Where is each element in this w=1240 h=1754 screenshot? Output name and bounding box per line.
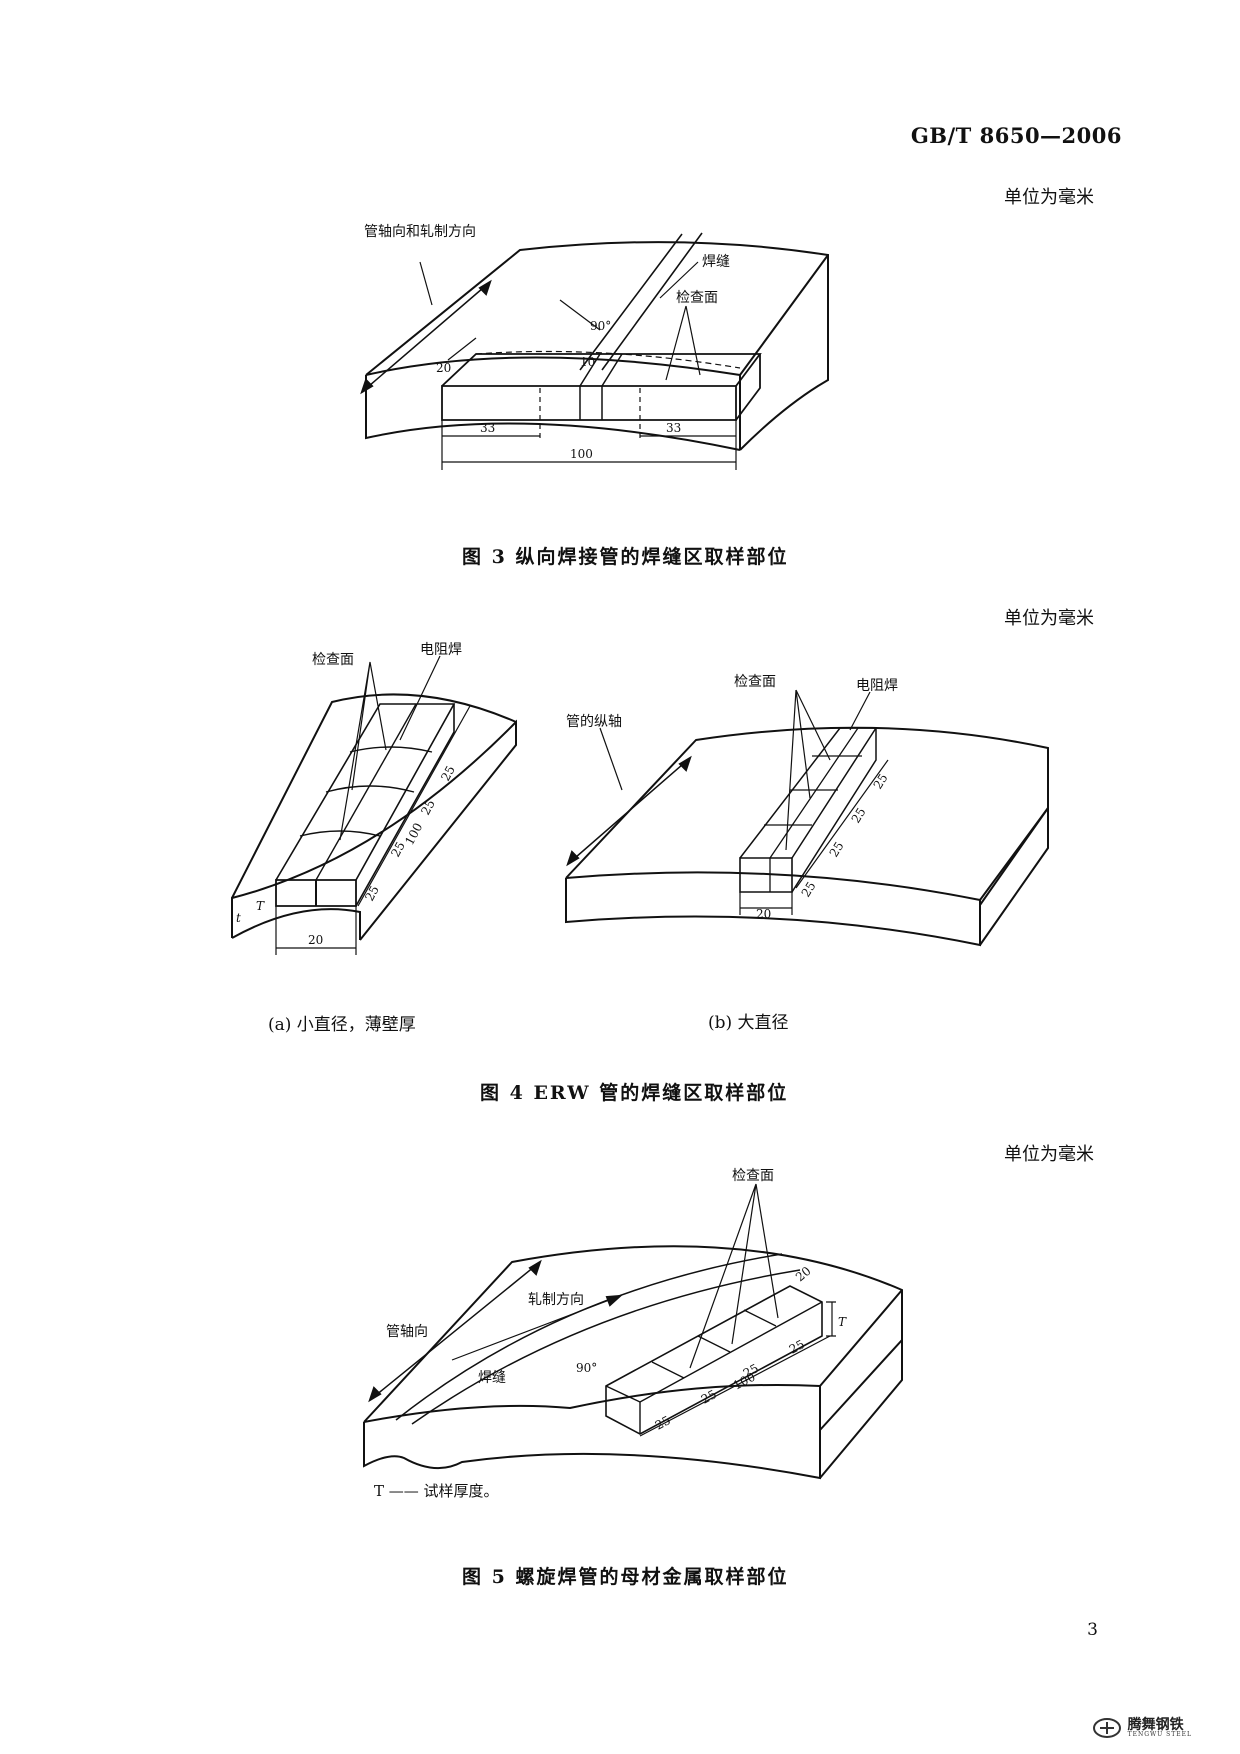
logo-chinese-text: 腾舞钢铁 [1127, 1717, 1184, 1733]
fig4-unit-note: 单位为毫米 [1004, 608, 1094, 629]
footer-logo: 腾舞钢铁 TENGWU STEEL [1092, 1717, 1192, 1739]
fig4a-T-label: T [256, 899, 265, 913]
fig4b-axis-label: 管的纵轴 [566, 714, 622, 730]
fig3-axis-label: 管轴向和轧制方向 [364, 224, 476, 240]
page-number: 3 [1087, 1620, 1098, 1640]
fig4b-dim-20: 20 [756, 907, 771, 921]
logo-mark-icon [1092, 1718, 1121, 1738]
fig5-dim-25-3: 25 [741, 1361, 761, 1381]
fig4b-erw-label: 电阻焊 [856, 678, 898, 694]
fig4a-dim-25-4: 25 [438, 763, 458, 783]
fig4a-t-label: t [236, 911, 241, 925]
fig4a-erw-label: 电阻焊 [420, 642, 462, 658]
fig4a-face-label: 检查面 [312, 652, 354, 668]
fig5-dim-25-2: 25 [699, 1387, 719, 1407]
fig5-caption: 图 5 螺旋焊管的母材金属取样部位 [462, 1566, 789, 1588]
fig4b-caption: (b) 大直径 [708, 1013, 789, 1033]
fig4b-dim-25-3: 25 [849, 805, 869, 825]
fig4b-dim-25-2: 25 [827, 839, 847, 859]
fig5-face-label: 检查面 [732, 1168, 774, 1184]
fig3-caption: 图 3 纵向焊接管的焊缝区取样部位 [462, 546, 789, 568]
fig5-roll-label: 轧制方向 [528, 1292, 584, 1308]
fig4a-caption: (a) 小直径，薄壁厚 [268, 1015, 416, 1035]
fig4a-dim-25-3: 25 [418, 797, 438, 817]
fig3-dim-100: 100 [570, 447, 593, 461]
fig3-dim-33b: 33 [666, 421, 681, 435]
fig5-dim-25-1: 25 [653, 1413, 673, 1433]
standard-number: GB/T 8650—2006 [910, 123, 1122, 148]
fig5-dim-25-4: 25 [787, 1337, 807, 1357]
fig3-dim-20: 20 [436, 361, 451, 375]
fig4b-face-label: 检查面 [734, 674, 776, 690]
fig3-dim-10: 10 [580, 355, 595, 369]
fig4a-dim-20: 20 [308, 933, 323, 947]
fig4b-dim-25-4: 25 [871, 771, 891, 791]
fig3-unit-note: 单位为毫米 [1004, 187, 1094, 208]
fig5-T-label: T [838, 1315, 847, 1329]
fig3-weld-label: 焊缝 [702, 254, 730, 270]
fig3-dim-33a: 33 [480, 421, 495, 435]
fig5-note: T —— 试样厚度。 [374, 1482, 499, 1500]
fig4-caption: 图 4 ERW 管的焊缝区取样部位 [480, 1082, 789, 1104]
fig4b-dim-25-1: 25 [799, 879, 819, 899]
fig5-weld-label: 焊缝 [478, 1370, 506, 1386]
fig4a-dim-25-2: 25 [388, 839, 408, 859]
fig3-angle-label: 90° [590, 319, 611, 333]
fig5-axis-label: 管轴向 [386, 1324, 428, 1340]
fig5-unit-note: 单位为毫米 [1004, 1144, 1094, 1165]
fig5-angle-label: 90° [576, 1361, 597, 1375]
logo-english-text: TENGWU STEEL [1127, 1731, 1192, 1738]
fig5-dim-20: 20 [793, 1264, 814, 1285]
fig4a-dim-25-1: 25 [362, 883, 382, 903]
fig3-face-label: 检查面 [676, 290, 718, 306]
